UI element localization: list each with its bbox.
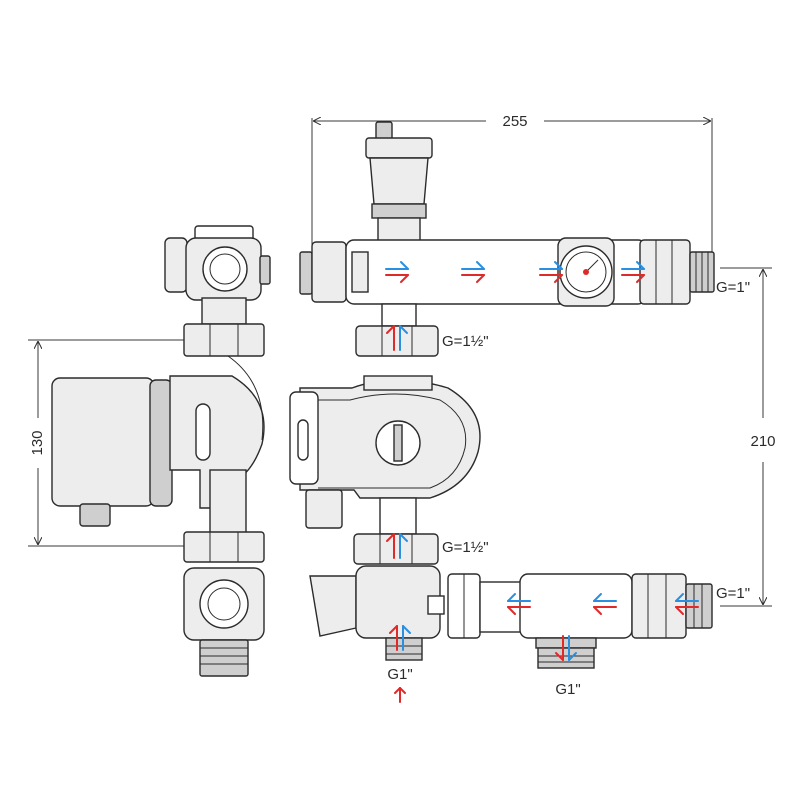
label-top-outlet: G=1" xyxy=(716,279,750,296)
front-view xyxy=(289,121,715,669)
label-pump-top: G=1½" xyxy=(442,333,489,350)
mixing-valve xyxy=(309,565,481,661)
flow-arrow-pump-out xyxy=(386,533,408,559)
flow-arrows xyxy=(385,261,699,703)
dimension-height-left: 130 xyxy=(28,339,188,547)
label-bottom-return: G=1" xyxy=(716,585,750,602)
dimension-height-left-label: 130 xyxy=(29,430,46,455)
label-bottom-right: G1" xyxy=(555,681,580,698)
circulation-pump xyxy=(289,375,481,529)
supply-manifold xyxy=(299,237,715,307)
flow-arrow-supply-2 xyxy=(461,261,485,283)
flow-arrow-return-1 xyxy=(507,593,531,615)
dimension-width-label: 255 xyxy=(502,113,527,130)
flow-arrow-return-3 xyxy=(675,593,699,615)
return-manifold xyxy=(479,573,713,669)
label-pump-bottom: G=1½" xyxy=(442,539,489,556)
flow-arrow-return-out xyxy=(555,635,577,661)
label-bottom-left: G1" xyxy=(387,666,412,683)
flow-arrow-valve-in xyxy=(389,625,411,651)
flow-arrow-supply-3 xyxy=(539,261,563,283)
side-view xyxy=(51,225,271,677)
dimension-width: 255 xyxy=(311,113,713,255)
air-vent xyxy=(365,121,433,245)
dimension-height-right: 210 xyxy=(720,267,776,607)
flow-arrow-supply-4 xyxy=(621,261,645,283)
flow-arrow-pump-in xyxy=(386,325,408,351)
flow-arrow-supply-1 xyxy=(385,261,409,283)
dimension-height-right-label: 210 xyxy=(750,433,775,450)
flow-arrow-return-2 xyxy=(593,593,617,615)
flow-arrow-inlet xyxy=(394,687,406,703)
